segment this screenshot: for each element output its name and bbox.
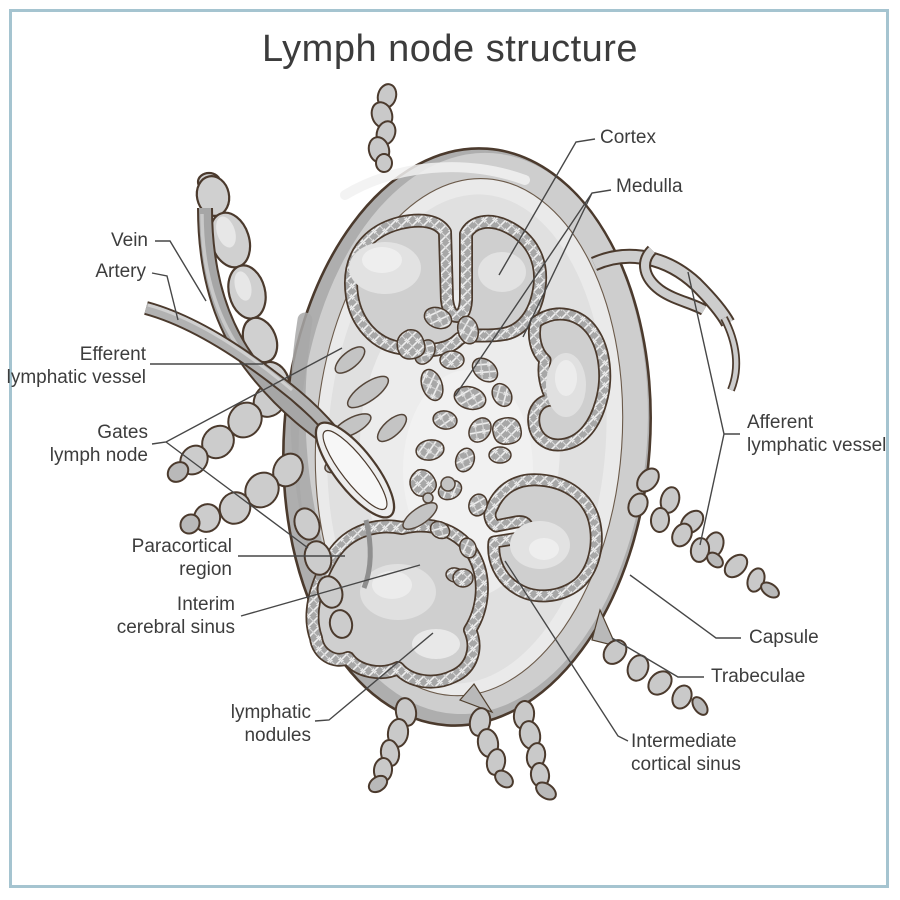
hilum-stem bbox=[361, 519, 373, 589]
leader-afferent bbox=[687, 271, 740, 546]
afferent-branching-vessel bbox=[590, 245, 741, 392]
trabeculae-shapes bbox=[458, 608, 618, 714]
hilum-opening bbox=[314, 421, 396, 519]
label-artery: Artery bbox=[95, 261, 146, 282]
label-trabeculae: Trabeculae bbox=[711, 666, 806, 687]
cortex-lobes bbox=[305, 213, 612, 689]
label-gates-lymph-node: Gates lymph node bbox=[49, 422, 148, 466]
leader-gates bbox=[151, 347, 343, 549]
bottom-lymphatic-vessels bbox=[367, 697, 557, 801]
label-afferent-lymphatic-vessel: Afferent lymphatic vessel bbox=[747, 412, 887, 456]
medullary-cords bbox=[396, 306, 522, 588]
leader-nodules bbox=[314, 632, 434, 722]
leader-vein bbox=[155, 240, 207, 302]
leader-lines bbox=[150, 138, 741, 742]
leader-cortex bbox=[498, 138, 596, 276]
leader-interim bbox=[240, 564, 421, 617]
afferent-twisted-vessels bbox=[627, 467, 780, 599]
label-medulla: Medulla bbox=[616, 176, 683, 197]
label-interim-cerebral-sinus: Interim cerebral sinus bbox=[116, 594, 235, 638]
capsule-highlight bbox=[340, 162, 530, 200]
leader-intermediate bbox=[504, 560, 629, 742]
hilar-descending-vessel bbox=[293, 507, 354, 639]
lower-right-vessel bbox=[602, 639, 709, 716]
leader-artery bbox=[151, 272, 179, 321]
germinal-centers bbox=[349, 242, 586, 659]
leader-medulla bbox=[454, 189, 612, 397]
label-capsule: Capsule bbox=[749, 627, 819, 648]
label-intermediate-cortical-sinus: Intermediate cortical sinus bbox=[631, 731, 741, 775]
top-lymphatic-vessel bbox=[367, 83, 398, 173]
label-lymphatic-nodules: lymphatic nodules bbox=[230, 702, 311, 746]
label-vein: Vein bbox=[111, 230, 148, 251]
label-cortex: Cortex bbox=[600, 127, 656, 148]
label-efferent-lymphatic-vessel: Efferent lymphatic vessel bbox=[6, 344, 146, 388]
label-paracortical-region: Paracortical region bbox=[131, 536, 232, 580]
page-title: Lymph node structure bbox=[261, 28, 639, 70]
leader-capsule bbox=[629, 574, 741, 639]
leader-trabeculae bbox=[611, 637, 704, 678]
hilar-sinus-channels bbox=[324, 346, 456, 530]
